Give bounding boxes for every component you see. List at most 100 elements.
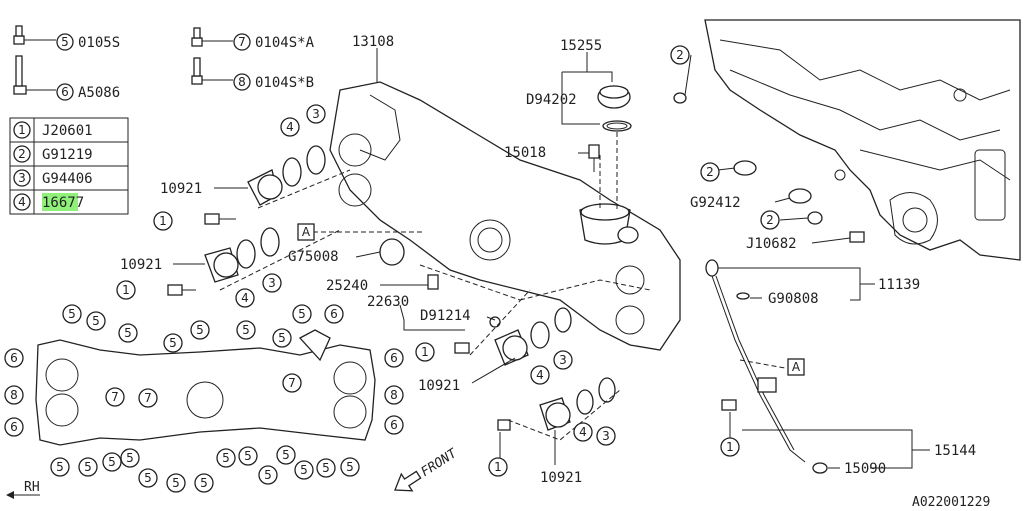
callout-circle-1 <box>153 211 173 231</box>
callout-circle-6 <box>4 417 24 437</box>
reference-box-a2: A <box>787 358 805 376</box>
callout-circle-4 <box>573 422 593 442</box>
callout-number: 4 <box>286 120 294 134</box>
callout-circle-5 <box>238 446 258 466</box>
callout-circle-5 <box>272 328 292 348</box>
callout-number: 5 <box>298 307 306 321</box>
callout-number: 7 <box>111 390 119 404</box>
callout-circle-7 <box>233 33 251 51</box>
label-j10682: J10682 <box>746 236 797 252</box>
callout-circle-5 <box>258 465 278 485</box>
callout-circle-3 <box>553 350 573 370</box>
callout-number: 5 <box>172 476 180 490</box>
callout-circle-5 <box>86 311 106 331</box>
callout-circle-5 <box>190 320 210 340</box>
callout-number: 5 <box>61 35 69 49</box>
legend-code-4: 16677 <box>42 195 84 211</box>
label-g92412: G92412 <box>690 195 741 211</box>
callout-circle-6 <box>4 348 24 368</box>
label-d94202: D94202 <box>526 92 577 108</box>
callout-circle-2 <box>700 162 720 182</box>
callout-circle-6 <box>56 83 74 101</box>
callout-circle-3 <box>262 273 282 293</box>
callout-number: 5 <box>300 463 308 477</box>
callout-circle-5 <box>340 457 360 477</box>
callout-circle-5 <box>138 468 158 488</box>
callout-number: 5 <box>200 476 208 490</box>
callout-number: 7 <box>238 35 246 49</box>
callout-number: 6 <box>10 420 18 434</box>
callout-circle-8 <box>4 385 24 405</box>
legend-num: 3 <box>18 171 26 185</box>
callout-circle-1 <box>415 342 435 362</box>
label-10921: 10921 <box>418 378 460 394</box>
callout-circle-5 <box>62 304 82 324</box>
callout-circle-5 <box>56 33 74 51</box>
fastener-key: 5 0105S 6 A5086 7 0104S*A 8 0104S*B <box>13 25 315 101</box>
label-10921: 10921 <box>540 470 582 486</box>
callout-number: 2 <box>766 213 774 227</box>
label-10921: 10921 <box>160 181 202 197</box>
callout-circle-5 <box>78 457 98 477</box>
rh-arrow: RH <box>6 480 40 499</box>
callout-circle-7 <box>105 387 125 407</box>
callout-number: 6 <box>10 351 18 365</box>
fastener-code-6: A5086 <box>78 85 120 101</box>
callout-number: 1 <box>726 440 734 454</box>
callout-circle-5 <box>50 457 70 477</box>
label-25240: 25240 <box>326 278 368 294</box>
callout-circle-4 <box>530 365 550 385</box>
callout-number: 5 <box>124 326 132 340</box>
callout-circle-5 <box>102 452 122 472</box>
label-10921: 10921 <box>120 257 162 273</box>
callout-number: 5 <box>278 331 286 345</box>
label-15144: 15144 <box>934 443 976 459</box>
callout-circle-6 <box>384 415 404 435</box>
callout-number: 5 <box>242 323 250 337</box>
callout-circle-6 <box>384 348 404 368</box>
callout-number: 3 <box>312 107 320 121</box>
callout-number: 8 <box>390 388 398 402</box>
callout-number: 4 <box>241 291 249 305</box>
callout-number: 2 <box>706 165 714 179</box>
dipstick-drawing <box>705 259 828 474</box>
callout-circle-4 <box>235 288 255 308</box>
oil-cap-drawing <box>588 85 632 172</box>
callout-number: 6 <box>330 307 338 321</box>
gasket-plate-drawing <box>35 329 376 446</box>
svg-text:FRONT: FRONT <box>419 446 461 481</box>
callout-circle-1 <box>720 437 740 457</box>
callout-number: 1 <box>494 460 502 474</box>
callout-number: 5 <box>282 448 290 462</box>
callout-number: 5 <box>346 460 354 474</box>
callout-number: 3 <box>602 429 610 443</box>
bolt-icon <box>13 55 56 95</box>
bolt-icon <box>191 27 233 47</box>
legend-code-3: G94406 <box>42 171 93 187</box>
legend-num: 2 <box>18 147 26 161</box>
callout-number: 5 <box>322 461 330 475</box>
callout-number: 6 <box>390 351 398 365</box>
callout-number: 5 <box>126 451 134 465</box>
callout-number: 8 <box>238 75 246 89</box>
component-bolts <box>167 213 865 431</box>
callout-number: 1 <box>122 283 130 297</box>
callout-number: 5 <box>56 460 64 474</box>
callout-number: 5 <box>169 336 177 350</box>
callout-circle-6 <box>324 304 344 324</box>
guide-lines <box>219 132 786 441</box>
svg-text:A: A <box>302 225 311 239</box>
diagram-code: A022001229 <box>912 495 990 510</box>
callout-circle-5 <box>166 473 186 493</box>
fastener-code-5: 0105S <box>78 35 120 51</box>
callout-number: 1 <box>159 214 167 228</box>
callout-number: 5 <box>244 449 252 463</box>
callout-number: 3 <box>559 353 567 367</box>
callout-number: 7 <box>144 391 152 405</box>
callout-number: 7 <box>288 376 296 390</box>
callout-circle-8 <box>384 385 404 405</box>
label-15018: 15018 <box>504 145 546 161</box>
label-15090: 15090 <box>844 461 886 477</box>
callout-circle-8 <box>233 73 251 91</box>
